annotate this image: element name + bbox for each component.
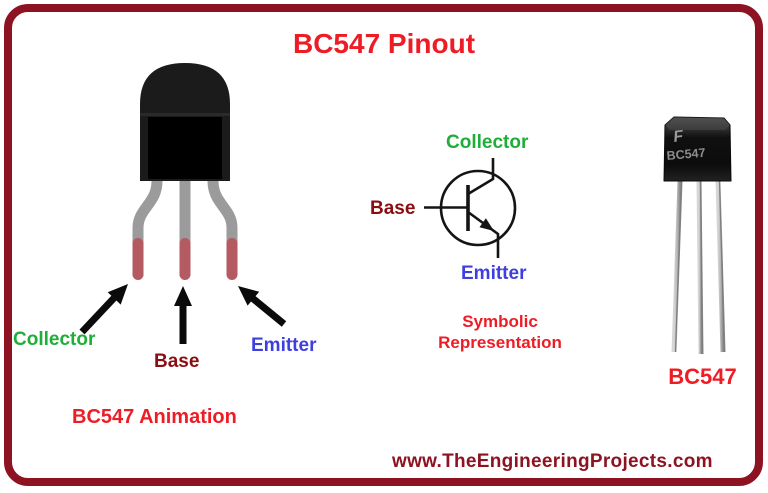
transistor-photo-svg: F BC547: [663, 116, 732, 355]
photo-package-body: F BC547: [663, 116, 732, 182]
symbol-caption-line2: Representation: [438, 333, 562, 352]
symbol-emitter-lead: [467, 210, 500, 258]
transistor-body: [140, 63, 230, 181]
package-marking-text: BC547: [666, 146, 706, 163]
up-right-arrow-icon: [79, 284, 128, 335]
up-arrow-icon: [174, 286, 192, 344]
pointer-arrows: [79, 284, 287, 344]
animation-base-label: Base: [154, 351, 200, 372]
symbol-caption: Symbolic Representation: [400, 311, 600, 353]
symbol-collector-label: Collector: [446, 132, 529, 153]
footer-website: www.TheEngineeringProjects.com: [392, 451, 713, 472]
symbol-caption-line1: Symbolic: [462, 312, 538, 331]
animation-emitter-label: Emitter: [251, 335, 317, 356]
symbol-emitter-label: Emitter: [461, 263, 527, 284]
transistor-animation-svg: [79, 63, 287, 344]
transistor-legs: [132, 180, 238, 280]
up-left-arrow-icon: [238, 286, 287, 327]
emitter-leg-tip: [226, 238, 238, 280]
photo-caption: BC547: [668, 364, 737, 389]
animation-collector-label: Collector: [13, 329, 96, 350]
page-title: BC547 Pinout: [292, 28, 476, 59]
photo-legs: [671, 180, 726, 355]
symbol-base-label: Base: [370, 198, 416, 219]
symbol-emitter-arrowhead: [479, 218, 494, 231]
animation-caption: BC547 Animation: [72, 406, 237, 428]
symbol-collector-lead: [467, 158, 495, 196]
fairchild-logo-text: F: [672, 128, 685, 146]
collector-leg-tip: [132, 238, 144, 280]
base-leg-tip: [179, 238, 191, 280]
npn-symbol-svg: [424, 158, 517, 258]
